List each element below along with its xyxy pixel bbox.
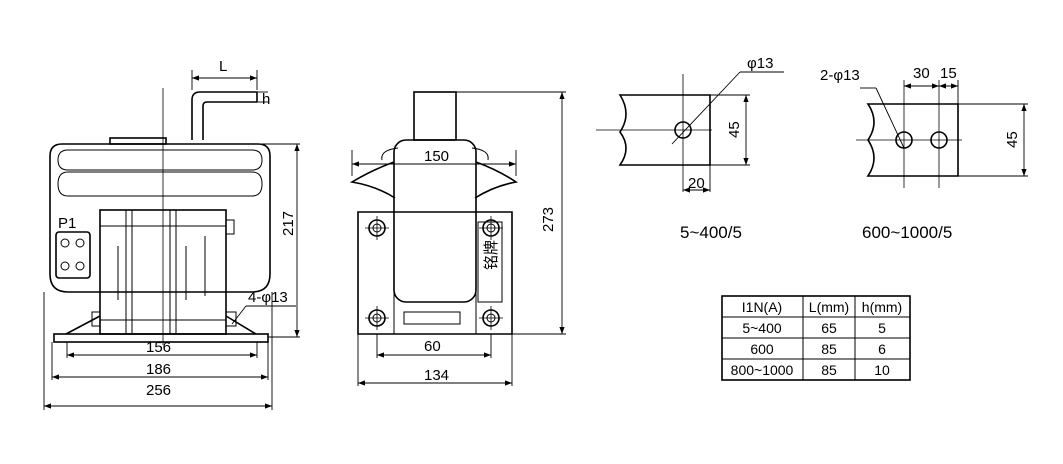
dimension-arrow — [192, 75, 199, 81]
dimension-arrow — [559, 327, 565, 334]
table-cell: 85 — [821, 341, 837, 357]
dimension-arrow — [932, 83, 939, 89]
dimension-arrow — [683, 187, 690, 193]
dimension-arrow — [294, 144, 300, 151]
nameplate-label: 铭牌 — [483, 240, 500, 270]
dimension-arrow — [265, 403, 272, 409]
dimension-arrow — [250, 352, 257, 358]
rating-table: I1N(A) L(mm) h(mm) 5~400 65 5 600 85 6 8… — [721, 295, 911, 381]
dim-256-label: 256 — [146, 382, 171, 399]
dimension-arrow — [352, 161, 359, 167]
busbar-length-label: L — [219, 58, 227, 75]
dimension-arrow — [509, 161, 516, 167]
table-header-length: L(mm) — [809, 299, 849, 315]
table-cell: 800~1000 — [731, 362, 794, 378]
dim-45-large-label: 45 — [1004, 131, 1021, 148]
table-cell: 600 — [750, 341, 774, 357]
dimension-arrow — [250, 75, 257, 81]
dimension-arrow — [52, 374, 59, 380]
table-cell: 85 — [821, 362, 837, 378]
dim-20-label: 20 — [688, 175, 705, 192]
dim-217-label: 217 — [280, 211, 297, 236]
dimension-arrow — [939, 83, 946, 89]
dim-273-label: 273 — [540, 207, 557, 232]
dimension-arrow — [743, 95, 749, 102]
table-cell: 5 — [878, 320, 886, 336]
dim-156-label: 156 — [146, 339, 171, 356]
dimension-arrow — [67, 352, 74, 358]
side-view: 150 铭牌 60 134 273 — [349, 91, 566, 386]
dimension-arrow — [559, 92, 565, 99]
busbar-detail-large: 2-φ13 30 15 45 600~1000/5 — [820, 65, 1028, 242]
table-cell: 5~400 — [742, 320, 782, 336]
dim-150-label: 150 — [424, 148, 449, 165]
dimension-arrow — [358, 380, 365, 386]
dimension-arrow — [703, 187, 710, 193]
hole-dia-label: φ13 — [747, 55, 773, 72]
range-small-label: 5~400/5 — [680, 223, 742, 242]
dim-186-label: 186 — [146, 361, 171, 378]
dim-30-label: 30 — [913, 65, 930, 82]
terminal-p1-label: P1 — [58, 215, 76, 232]
dimension-arrow — [904, 83, 911, 89]
table-header-thickness: h(mm) — [862, 299, 902, 315]
dimension-arrow — [951, 83, 958, 89]
busbar-detail-small: φ13 45 20 5~400/5 — [596, 55, 784, 242]
front-view: L h P1 4-φ13 156 186 256 217 — [43, 58, 300, 410]
table-cell: 65 — [821, 320, 837, 336]
dim-15-label: 15 — [940, 65, 957, 82]
dim-134-label: 134 — [424, 367, 449, 384]
dimension-arrow — [1021, 169, 1027, 176]
dimension-arrow — [44, 403, 51, 409]
dimension-lines — [44, 75, 1027, 409]
table-cell: 6 — [878, 341, 886, 357]
dimension-arrow — [484, 352, 491, 358]
dimension-arrow — [261, 374, 268, 380]
dim-45-small-label: 45 — [726, 121, 743, 138]
dim-60-label: 60 — [424, 338, 441, 355]
dimension-arrow — [294, 330, 300, 337]
mount-hole-label: 4-φ13 — [248, 289, 288, 306]
range-large-label: 600~1000/5 — [862, 223, 952, 242]
dimension-arrow — [1021, 104, 1027, 111]
busbar-thickness-label: h — [262, 91, 270, 108]
table-header-current: I1N(A) — [742, 299, 782, 315]
dimension-arrow — [743, 158, 749, 165]
hole-pair-label: 2-φ13 — [820, 67, 860, 84]
table-cell: 10 — [874, 362, 890, 378]
dimension-arrow — [377, 352, 384, 358]
dimension-arrow — [505, 380, 512, 386]
